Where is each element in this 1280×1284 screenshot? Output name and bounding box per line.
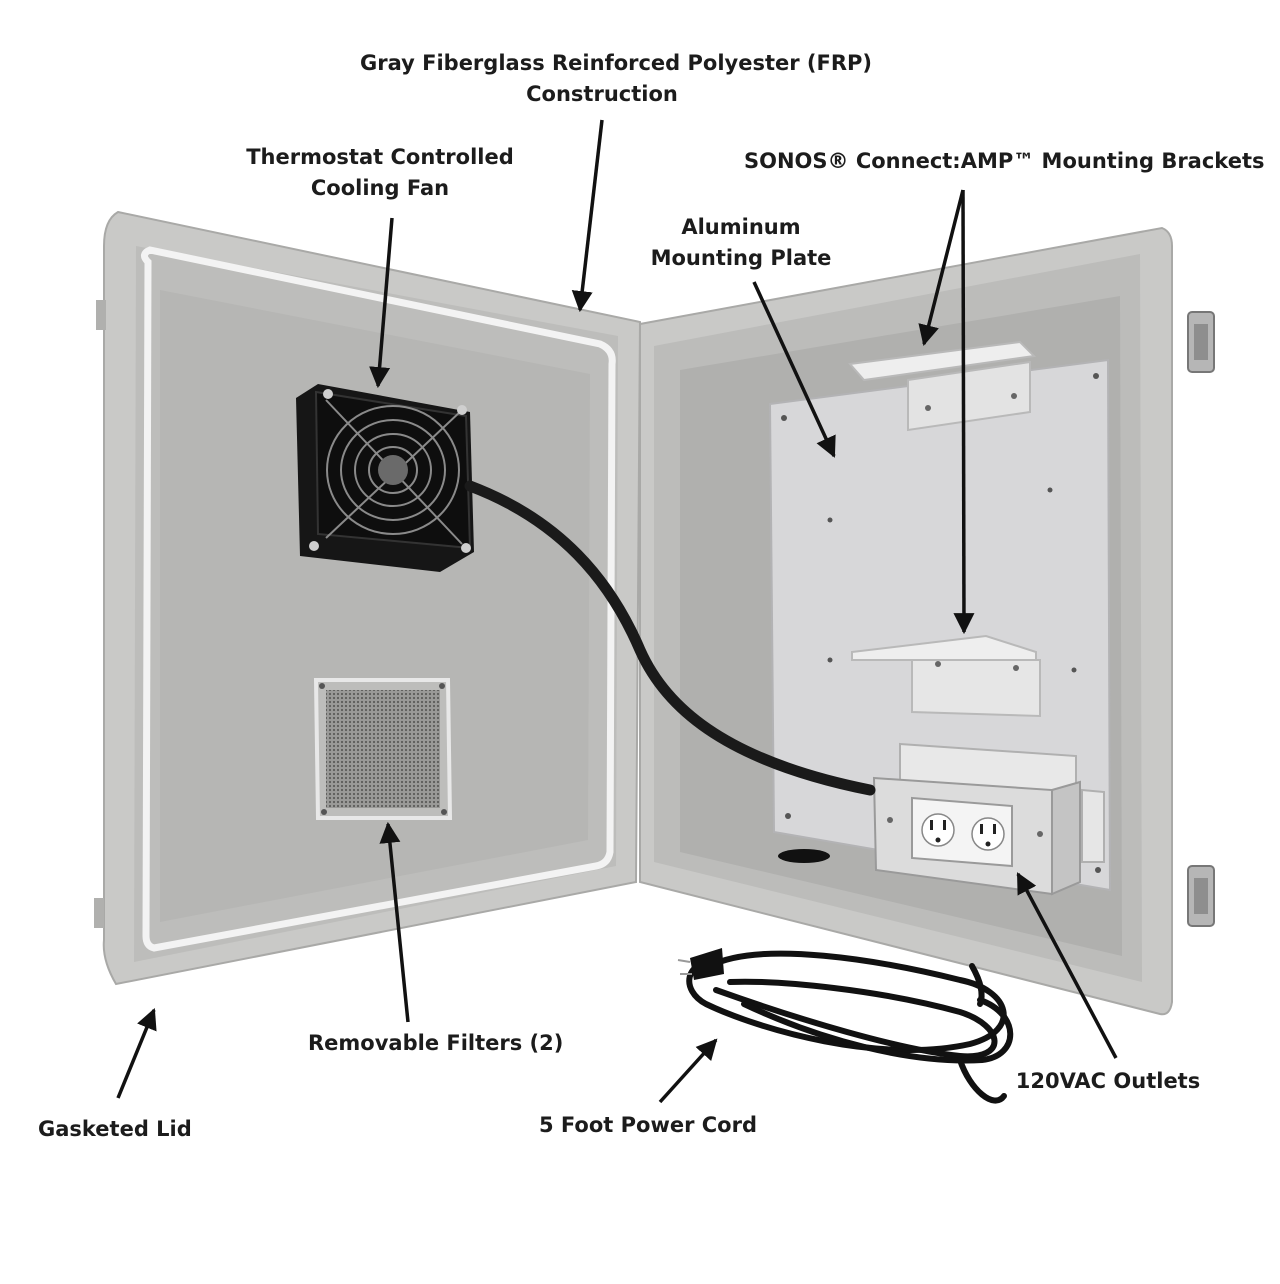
label-lid: Gasketed Lid — [38, 1114, 192, 1145]
arrow-lid — [116, 1008, 157, 1099]
hinge-latch-bottom — [1187, 865, 1215, 927]
arrow-plate — [752, 281, 836, 458]
arrow-bracket-bottom — [953, 189, 975, 635]
label-plate: Aluminum Mounting Plate — [646, 212, 836, 274]
arrow-fan — [369, 217, 394, 389]
hinge-latch-top — [1187, 311, 1215, 373]
label-fan-line1: Thermostat Controlled — [246, 145, 514, 169]
mounting-bracket-bottom — [851, 634, 1041, 718]
receptacle-right — [971, 817, 1005, 851]
label-outlets: 120VAC Outlets — [1014, 1066, 1202, 1097]
removable-filter — [313, 678, 453, 820]
fan-conduit — [464, 480, 876, 796]
arrow-bracket-top — [918, 189, 965, 347]
label-brackets: SONOS® Connect:AMP™ Mounting Brackets — [744, 146, 1265, 177]
label-construction-line2: Construction — [526, 82, 678, 106]
gasketed-lid — [94, 210, 642, 986]
label-cord: 5 Foot Power Cord — [538, 1110, 758, 1141]
label-fan: Thermostat Controlled Cooling Fan — [244, 142, 516, 204]
power-plug — [690, 948, 724, 980]
label-brackets-line1: SONOS® Connect:AMP™ Mounting Brackets — [744, 149, 1265, 173]
arrow-outlets — [1016, 872, 1118, 1059]
label-outlets-line1: 120VAC Outlets — [1015, 1069, 1201, 1093]
label-lid-line1: Gasketed Lid — [38, 1117, 192, 1141]
label-cord-line1: 5 Foot Power Cord — [539, 1113, 757, 1137]
label-plate-line1: Aluminum — [681, 215, 801, 239]
label-fan-line2: Cooling Fan — [310, 176, 450, 200]
power-cord — [686, 950, 1014, 1104]
cable-grommet — [778, 849, 830, 863]
arrow-cord — [658, 1038, 718, 1104]
arrow-filters — [379, 821, 410, 1023]
receptacle-left — [921, 813, 955, 847]
label-construction: Gray Fiberglass Reinforced Polyester (FR… — [360, 48, 873, 110]
label-filters: Removable Filters (2) — [308, 1028, 564, 1059]
outlet-box — [778, 742, 1105, 896]
lid-gasket — [141, 246, 616, 952]
cooling-fan — [296, 384, 474, 572]
label-construction-line1: Gray Fiberglass Reinforced Polyester (FR… — [360, 51, 873, 75]
arrow-construction — [571, 119, 604, 313]
label-plate-line2: Mounting Plate — [650, 246, 832, 270]
label-filters-line1: Removable Filters (2) — [308, 1031, 564, 1055]
